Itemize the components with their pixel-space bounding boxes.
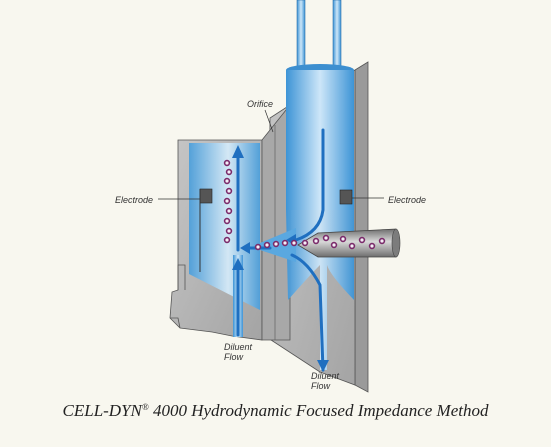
electrode-left	[158, 188, 213, 272]
diluent-flow-left-label: Diluent Flow	[224, 342, 253, 362]
electrode-left-label: Electrode	[115, 195, 154, 205]
top-inlet-tubes	[296, 0, 342, 71]
orifice-label: Orifice	[247, 99, 274, 109]
figure-caption: CELL-DYN® 4000 Hydrodynamic Focused Impe…	[0, 401, 551, 421]
caption-brand: CELL-DYN	[62, 401, 142, 420]
sample-tube	[297, 228, 401, 258]
cells	[223, 159, 386, 251]
caption-text: 4000 Hydrodynamic Focused Impedance Meth…	[148, 401, 489, 420]
caption-registered-mark: ®	[141, 402, 149, 412]
electrode-right-label: Electrode	[388, 195, 427, 205]
diluent-flow-right-label: Diluent Flow	[311, 371, 340, 391]
electrode-right	[339, 189, 384, 205]
orifice-leader	[264, 109, 274, 133]
